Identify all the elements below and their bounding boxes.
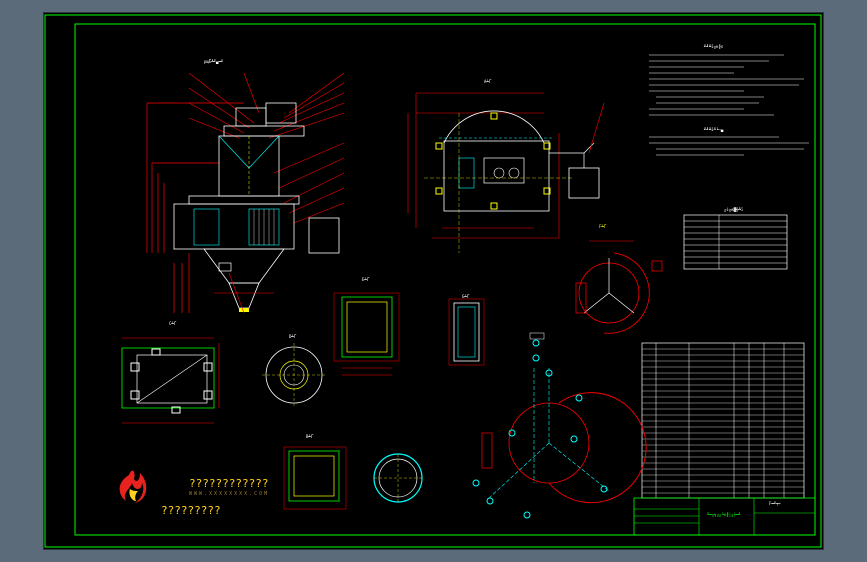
company-name: ????????? — [161, 504, 221, 517]
logo-subtext: WWW.XXXXXXXX.COM — [189, 491, 270, 497]
params-table[interactable]: ╓і╥к▓╬╩ї — [683, 207, 788, 270]
plan-view-a[interactable]: A╧Ґ — [407, 79, 605, 253]
technical-requirements[interactable]: ╝╝╩ї╥к╟є ╝╝╩ї╨╘─▄ — [649, 44, 809, 156]
main-elevation-view[interactable]: рщЁ╩╝▄═╝ — [146, 59, 345, 314]
view-e-title: E╧Ґ — [362, 277, 370, 282]
title-block-figure: F═╝╤∙ — [769, 501, 781, 506]
title-block-drawing-name: ╨═╥╗╓╓╘к╫░╓╞═╝ — [706, 512, 741, 517]
view-f-title: F╧Ґ — [599, 224, 607, 229]
inner-frame — [74, 23, 816, 536]
detail-view-flange-d[interactable]: D╧Ґ — [262, 334, 326, 407]
detail-view-rect-e[interactable]: E╧Ґ — [333, 277, 400, 376]
fan-view-lower[interactable] — [472, 332, 647, 519]
tech-req-title: ╝╝╩ї╥к╟є — [703, 44, 724, 49]
detail-view-small-rect[interactable]: B╧Ґ — [283, 434, 347, 510]
detail-view-ring-flange[interactable] — [373, 453, 423, 503]
parts-list-table[interactable]: F═╝╤∙ ╨═╥╗╓╓╘к╫░╓╞═╝ — [633, 342, 816, 536]
view-a-title: A╧Ґ — [484, 79, 492, 84]
logo-text: ???????????? — [189, 477, 269, 490]
flame-logo-icon — [119, 470, 147, 503]
tech-perf-title: ╝╝╩ї╨╘─▄ — [703, 127, 724, 132]
main-view-title: рщЁ╩╝▄═╝ — [204, 59, 223, 64]
fan-view-upper[interactable]: F╧Ґ — [575, 224, 663, 334]
detail-view-base-plate[interactable]: C╧Ґ — [121, 321, 220, 424]
outer-frame — [44, 14, 822, 548]
params-title: ╓і╥к▓╬╩ї — [724, 207, 744, 212]
view-d-title: D╧Ґ — [289, 334, 297, 339]
view-g-title: G╧Ґ — [462, 294, 470, 299]
drawing-sheet[interactable]: рщЁ╩╝▄═╝ — [43, 12, 824, 550]
view-b-title: B╧Ґ — [306, 434, 314, 439]
detail-view-narrow-g[interactable]: G╧Ґ — [448, 294, 485, 366]
view-c-title: C╧Ґ — [169, 321, 177, 326]
cad-drawing-canvas[interactable]: рщЁ╩╝▄═╝ — [44, 13, 823, 549]
